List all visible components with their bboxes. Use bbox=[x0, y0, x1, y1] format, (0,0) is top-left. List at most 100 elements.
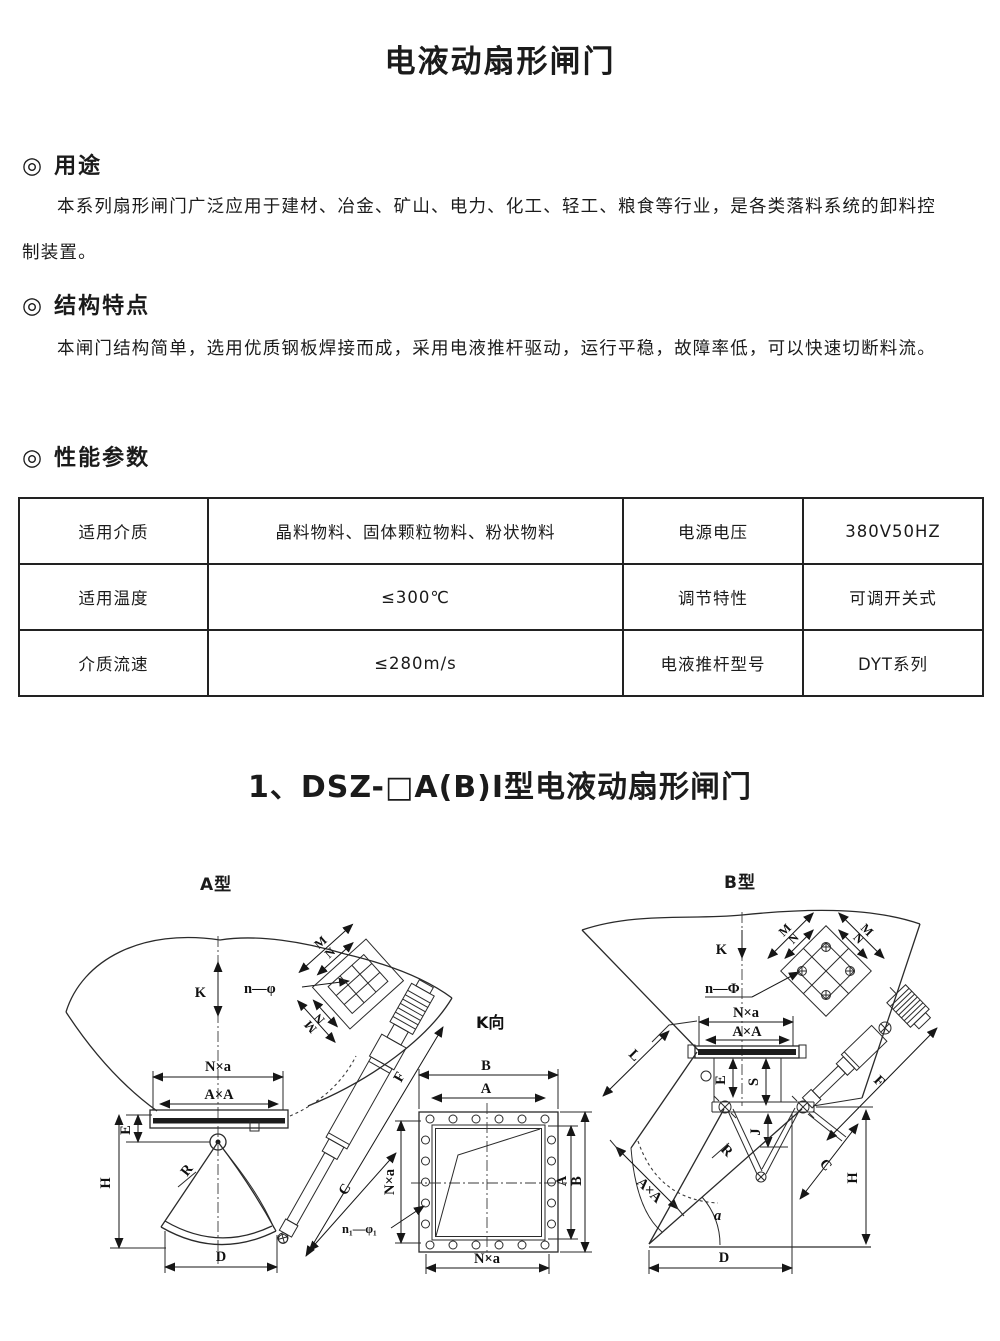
dim-label-n1-phi1: n₁—φ₁ bbox=[342, 1222, 377, 1236]
table-cell: 介质流速 bbox=[18, 629, 209, 697]
table-row: 适用介质 晶料物料、固体颗粒物料、粉状物料 电源电压 380V50HZ bbox=[18, 497, 984, 565]
flange-bolt bbox=[249, 1120, 260, 1132]
gate-linkage bbox=[727, 1107, 800, 1183]
table-cell: 电液推杆型号 bbox=[622, 629, 804, 697]
mounting-flange-detail: N M N M bbox=[296, 923, 405, 1044]
gate-open-dashed-arc bbox=[289, 1055, 357, 1117]
leader-line bbox=[390, 1205, 425, 1229]
section-heading-usage: ◎ 用途 bbox=[22, 148, 102, 180]
performance-table: 适用介质 晶料物料、固体颗粒物料、粉状物料 电源电压 380V50HZ 适用温度… bbox=[18, 497, 984, 697]
dim-label-d: D bbox=[216, 1249, 226, 1265]
dim-label-f: F bbox=[391, 1069, 409, 1085]
axa-dimension-diagonal bbox=[615, 1146, 679, 1210]
table-cell: 380V50HZ bbox=[802, 497, 984, 565]
dim-label-nxa: N×a bbox=[733, 1005, 760, 1021]
flange-tab bbox=[687, 1044, 696, 1059]
sector-gate bbox=[160, 1141, 288, 1246]
dim-label-e: E bbox=[118, 1125, 134, 1135]
dim-label-b: B bbox=[481, 1058, 491, 1074]
dim-label-l: L bbox=[625, 1047, 643, 1065]
figure-label-type-b: B型 bbox=[724, 873, 756, 893]
hopper-wall bbox=[861, 923, 921, 1099]
angle-arc bbox=[701, 1196, 721, 1246]
table-cell: 晶料物料、固体颗粒物料、粉状物料 bbox=[207, 497, 624, 565]
flange-inner-square bbox=[431, 1124, 546, 1241]
dim-label-k: K bbox=[716, 942, 728, 958]
hopper-outline bbox=[65, 1011, 158, 1112]
hydraulic-actuator bbox=[801, 1024, 888, 1109]
hydraulic-actuator bbox=[277, 978, 435, 1244]
table-cell: 电源电压 bbox=[622, 497, 804, 565]
table-row: 适用温度 ≤300℃ 调节特性 可调开关式 bbox=[18, 563, 984, 631]
table-cell: 可调开关式 bbox=[802, 563, 984, 631]
gate-plate-edge bbox=[435, 1128, 541, 1237]
section-heading-structure: ◎ 结构特点 bbox=[22, 288, 150, 320]
dim-label-nxa: N×a bbox=[205, 1059, 232, 1075]
section-bullet-icon: ◎ bbox=[22, 445, 45, 471]
leader-line bbox=[751, 971, 800, 998]
dim-label-k: K bbox=[195, 985, 207, 1001]
bolt-holes bbox=[421, 1114, 556, 1250]
gate-pivot-left bbox=[713, 1095, 737, 1119]
usage-paragraph: 本系列扇形闸门广泛应用于建材、冶金、矿山、电力、化工、轻工、粮食等行业，是各类落… bbox=[22, 197, 936, 263]
dim-label-axa: A×A bbox=[204, 1087, 234, 1103]
actuator-clevis-pin bbox=[278, 1234, 288, 1244]
hopper-wall bbox=[581, 929, 701, 1053]
table-row: 介质流速 ≤280m/s 电液推杆型号 DYT系列 bbox=[18, 629, 984, 697]
page-title: 电液动扇形闸门 bbox=[384, 44, 616, 80]
f-dimension bbox=[826, 1027, 938, 1141]
section-heading-structure-label: 结构特点 bbox=[54, 294, 151, 319]
section-bullet-icon: ◎ bbox=[22, 153, 45, 179]
section-heading-performance-label: 性能参数 bbox=[54, 446, 151, 471]
dim-label-nxa: N×a bbox=[382, 1168, 398, 1195]
k-view-drawing: K向 B A A B N bbox=[342, 1013, 592, 1274]
dim-label-n-phi: n—φ bbox=[244, 981, 276, 997]
table-cell: 适用温度 bbox=[18, 563, 209, 631]
dim-label-axa: A×A bbox=[732, 1024, 762, 1040]
dim-label-a: A bbox=[554, 1175, 570, 1186]
section-bullet-icon: ◎ bbox=[22, 293, 45, 319]
leader-line bbox=[301, 977, 350, 988]
dim-label-j: J bbox=[748, 1128, 764, 1135]
mounting-flange-detail: N M N M bbox=[767, 912, 885, 1017]
l-dimension bbox=[602, 1030, 670, 1097]
dim-label-d: D bbox=[719, 1250, 729, 1266]
gate-flange-seal bbox=[698, 1049, 796, 1055]
table-cell: ≤300℃ bbox=[207, 563, 624, 631]
dim-label-c: C bbox=[336, 1181, 355, 1198]
flange-bolts bbox=[796, 941, 856, 1001]
dim-label-b: B bbox=[569, 1176, 585, 1186]
k-view-title: K向 bbox=[476, 1013, 504, 1032]
gate-flange bbox=[149, 1109, 289, 1129]
flange-outer-square bbox=[418, 1111, 559, 1253]
model-title: 1、DSZ-□A(B)Ⅰ型电液动扇形闸门 bbox=[247, 770, 753, 805]
motor bbox=[886, 984, 932, 1030]
dim-label-a: A bbox=[481, 1081, 492, 1097]
section-heading-performance: ◎ 性能参数 bbox=[22, 440, 150, 472]
gate-pivot bbox=[209, 1133, 227, 1151]
c-dimension bbox=[308, 1152, 397, 1252]
flange-tab bbox=[798, 1044, 807, 1059]
dim-label-h: H bbox=[845, 1172, 861, 1184]
dim-label-h: H bbox=[98, 1177, 114, 1189]
hopper-outline bbox=[65, 936, 453, 1013]
dim-label-s: S bbox=[746, 1078, 762, 1086]
section-heading-usage-label: 用途 bbox=[54, 154, 103, 179]
table-cell: DYT系列 bbox=[802, 629, 984, 697]
flange-inner-square bbox=[435, 1128, 542, 1237]
hinge-lug bbox=[700, 1070, 712, 1082]
type-a-drawing: K n—φ N M N M bbox=[65, 923, 453, 1273]
technical-drawings: K n—φ N M N M bbox=[65, 909, 938, 1274]
dim-label-n-phi: n—Φ bbox=[705, 981, 740, 997]
dim-label-c: C bbox=[816, 1156, 835, 1174]
type-b-drawing: L K n—Φ N M bbox=[581, 909, 938, 1274]
structure-paragraph: 本闸门结构简单，选用优质钢板焊接而成，采用电液推杆驱动，运行平稳，故障率低，可以… bbox=[57, 339, 936, 359]
table-cell: 调节特性 bbox=[622, 563, 804, 631]
table-cell: 适用介质 bbox=[18, 497, 209, 565]
dim-label-nxa: N×a bbox=[474, 1251, 501, 1267]
dim-label-e: E bbox=[713, 1075, 729, 1085]
table-cell: ≤280m/s bbox=[207, 629, 624, 697]
figure-label-type-a: A型 bbox=[200, 875, 233, 895]
dim-label-alpha: a bbox=[714, 1208, 721, 1224]
